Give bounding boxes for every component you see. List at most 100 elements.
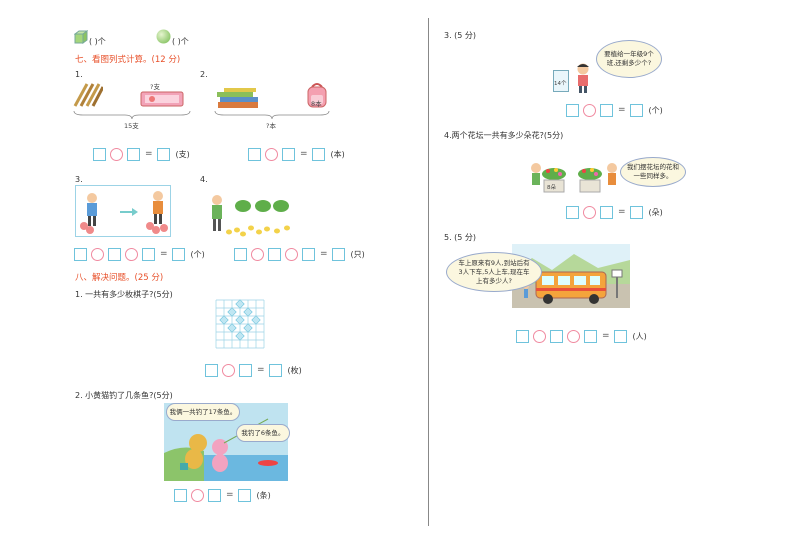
operator-circle[interactable] xyxy=(533,329,546,343)
ball-icon xyxy=(156,29,171,44)
operator-circle[interactable] xyxy=(583,103,596,117)
cube-count-blank[interactable]: ( )个 xyxy=(89,37,106,46)
backpack-image xyxy=(306,81,328,109)
result-box[interactable] xyxy=(613,329,627,343)
r-q4-label: 8朵 xyxy=(547,185,556,191)
s8-q1-text: 1. 一共有多少枚棋子?(5分) xyxy=(75,290,173,299)
operator-circle[interactable] xyxy=(110,147,123,161)
chessboard-image xyxy=(214,298,266,350)
operator-circle[interactable] xyxy=(567,329,580,343)
s7-q2-bag-label: 8本 xyxy=(311,100,322,108)
answer-box[interactable] xyxy=(600,103,613,117)
bus-picture xyxy=(512,244,630,308)
unit-label: (支) xyxy=(175,149,190,159)
answer-box[interactable] xyxy=(282,147,295,161)
s7-q4-answer: = (只) xyxy=(234,246,365,262)
answer-box[interactable] xyxy=(93,147,106,161)
pencil-box-image xyxy=(140,88,184,108)
operator-circle[interactable] xyxy=(583,205,596,219)
s7-q4-picture xyxy=(205,188,305,240)
operator-circle[interactable] xyxy=(251,247,264,261)
s8-q1-answer: = (枚) xyxy=(205,362,302,378)
result-box[interactable] xyxy=(629,103,643,117)
answer-box[interactable] xyxy=(248,147,261,161)
result-box[interactable] xyxy=(237,488,251,502)
answer-box[interactable] xyxy=(268,247,281,261)
s7-q1-answer: = (支) xyxy=(93,146,190,162)
unit-label: (本) xyxy=(330,149,345,159)
unit-label: (人) xyxy=(632,331,647,341)
s7-q2-brace xyxy=(214,110,330,120)
r-q3-answer: = (个) xyxy=(566,102,663,118)
answer-box[interactable] xyxy=(205,363,218,377)
ball-count-blank[interactable]: ( )个 xyxy=(172,37,189,46)
equals-sign: = xyxy=(602,331,610,341)
s8-q2-text: 2. 小黄猫钓了几条鱼?(5分) xyxy=(75,391,173,400)
operator-circle[interactable] xyxy=(91,247,104,261)
answer-box[interactable] xyxy=(239,363,252,377)
operator-circle[interactable] xyxy=(265,147,278,161)
answer-box[interactable] xyxy=(234,247,247,261)
s8-q2-answer: = (条) xyxy=(174,487,271,503)
equals-sign: = xyxy=(618,105,626,115)
r-q4-answer: = (朵) xyxy=(566,204,663,220)
answer-box[interactable] xyxy=(600,205,613,219)
r-q4-bubble: 我们摆花坛的花和一些同样多。 xyxy=(620,157,686,187)
result-box[interactable] xyxy=(629,205,643,219)
equals-sign: = xyxy=(300,149,308,159)
result-box[interactable] xyxy=(156,147,170,161)
s7-q1-unknown-label: ?支 xyxy=(150,83,160,91)
answer-box[interactable] xyxy=(566,103,579,117)
s7-q2-answer: = (本) xyxy=(248,146,345,162)
answer-box[interactable] xyxy=(74,247,87,261)
result-box[interactable] xyxy=(331,247,345,261)
equals-sign: = xyxy=(618,207,626,217)
s7-q3-answer: = (个) xyxy=(74,246,205,262)
operator-circle[interactable] xyxy=(191,488,204,502)
answer-box[interactable] xyxy=(584,329,597,343)
answer-box[interactable] xyxy=(208,488,221,502)
result-box[interactable] xyxy=(268,363,282,377)
unit-label: (条) xyxy=(256,490,271,500)
r-q3-bubble: 要植给一年级9个班,还剩多少个? xyxy=(596,40,662,78)
column-divider xyxy=(428,18,429,526)
r-q3-text: 3. (5 分) xyxy=(444,31,477,40)
r-q3-box-image xyxy=(553,70,569,92)
answer-box[interactable] xyxy=(516,329,529,343)
pencils-image xyxy=(73,82,105,108)
unit-label: (只) xyxy=(350,249,365,259)
result-box[interactable] xyxy=(171,247,185,261)
operator-circle[interactable] xyxy=(125,247,138,261)
flowerbeds-image xyxy=(528,160,624,196)
s7-q1-total-label: 15支 xyxy=(124,122,139,130)
answer-box[interactable] xyxy=(550,329,563,343)
answer-box[interactable] xyxy=(302,247,315,261)
r-q3-box-label: 14个 xyxy=(554,81,567,87)
equals-sign: = xyxy=(320,249,328,259)
s7-q4-number: 4. xyxy=(200,175,208,184)
unit-label: (个) xyxy=(648,105,663,115)
equals-sign: = xyxy=(145,149,153,159)
section8-title: 八、解决问题。(25 分) xyxy=(75,273,164,283)
s7-q1-number: 1. xyxy=(75,70,83,79)
r-q4-text: 4.两个花坛一共有多少朵花?(5分) xyxy=(444,131,564,140)
equals-sign: = xyxy=(257,365,265,375)
r-q3-child-image xyxy=(572,62,594,94)
answer-box[interactable] xyxy=(174,488,187,502)
r-q5-text: 5. (5 分) xyxy=(444,233,477,242)
unit-label: (枚) xyxy=(287,365,302,375)
result-box[interactable] xyxy=(311,147,325,161)
answer-box[interactable] xyxy=(108,247,121,261)
s7-q3-number: 3. xyxy=(75,175,83,184)
unit-label: (个) xyxy=(190,249,205,259)
answer-box[interactable] xyxy=(566,205,579,219)
s7-q3-picture xyxy=(75,185,171,237)
answer-box[interactable] xyxy=(127,147,140,161)
operator-circle[interactable] xyxy=(222,363,235,377)
answer-box[interactable] xyxy=(142,247,155,261)
r-q5-answer: = (人) xyxy=(516,328,647,344)
section7-title: 七、看图列式计算。(12 分) xyxy=(75,55,181,65)
r-q5-bubble: 车上原来有9人,到站后有3人下车,5人上车,现在车上有多少人? xyxy=(446,252,542,292)
s8-q2-bubble-a: 我俩一共钓了17条鱼。 xyxy=(166,403,240,421)
operator-circle[interactable] xyxy=(285,247,298,261)
